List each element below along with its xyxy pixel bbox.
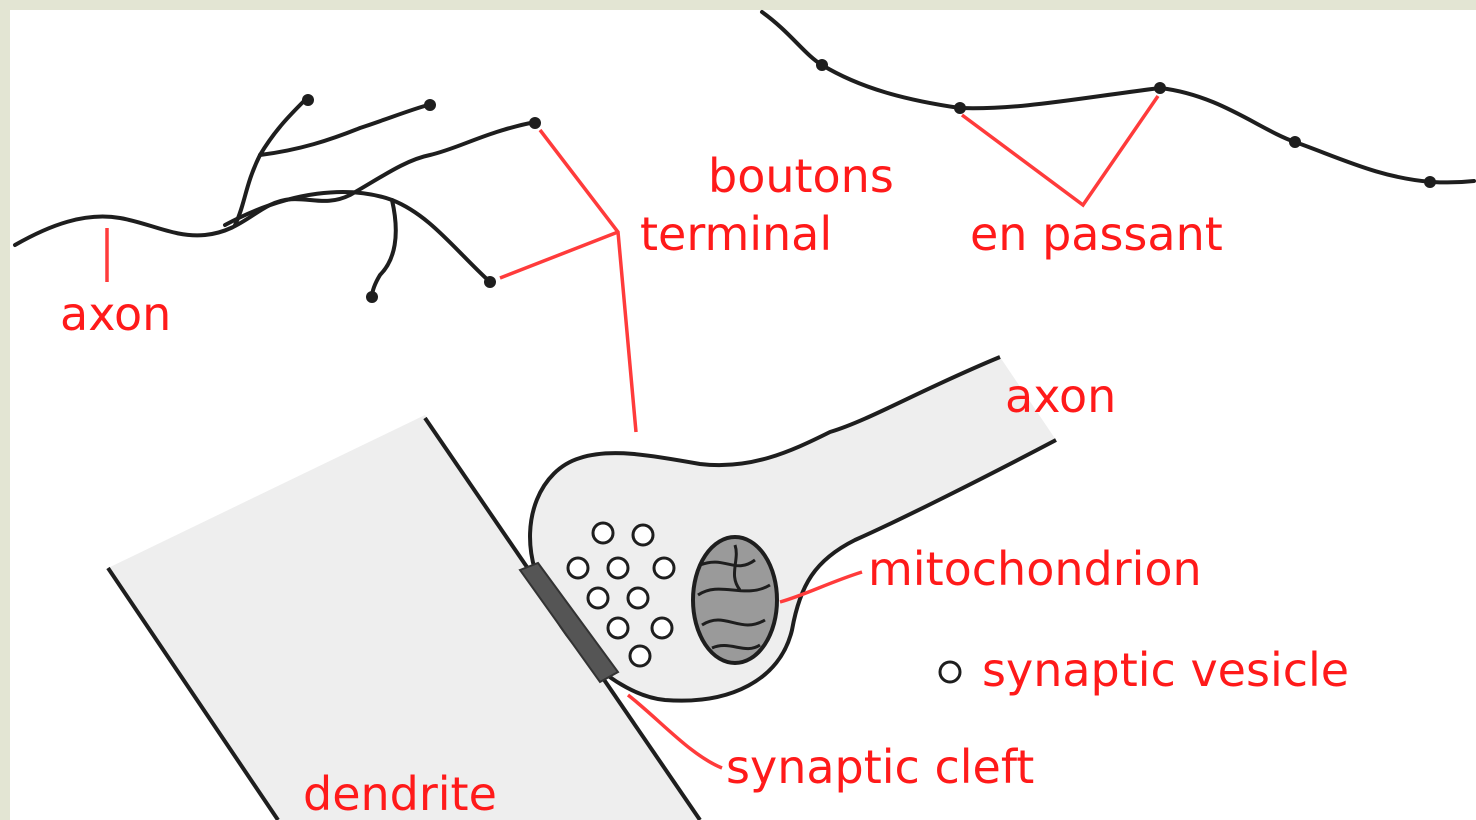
- axon-branch-3: [225, 192, 490, 282]
- label-axon-bottom: axon: [1005, 369, 1116, 423]
- label-synaptic-cleft: synaptic cleft: [726, 740, 1034, 794]
- mitochondrion: [693, 537, 777, 663]
- axon-branching-tree: [15, 100, 535, 297]
- en-passant-bouton: [1154, 82, 1166, 94]
- vesicle: [608, 618, 628, 638]
- en-passant-bouton: [816, 59, 828, 71]
- label-terminal: terminal: [640, 207, 832, 261]
- label-mitochondrion: mitochondrion: [868, 542, 1202, 596]
- terminal-bouton: [366, 291, 378, 303]
- terminal-bouton: [302, 94, 314, 106]
- axon-main-trunk: [15, 122, 535, 245]
- vesicle: [593, 523, 613, 543]
- terminal-bouton: [424, 99, 436, 111]
- vesicle: [630, 646, 650, 666]
- vesicle: [588, 588, 608, 608]
- vesicle: [568, 558, 588, 578]
- label-dendrite: dendrite: [303, 767, 497, 820]
- en-passant-bouton: [954, 102, 966, 114]
- en-passant-bouton-dots: [816, 59, 1436, 188]
- vesicle: [608, 558, 628, 578]
- label-en-passant: en passant: [970, 207, 1223, 261]
- en-passant-bouton: [1289, 136, 1301, 148]
- vesicle: [652, 618, 672, 638]
- synaptic-vesicle-legend-symbol: [940, 662, 960, 682]
- label-boutons: boutons: [708, 149, 894, 203]
- leader-terminal-main: [540, 130, 636, 432]
- vesicle: [628, 588, 648, 608]
- vesicle: [633, 525, 653, 545]
- terminal-bouton: [529, 117, 541, 129]
- vesicle: [654, 558, 674, 578]
- label-axon-top: axon: [60, 287, 171, 341]
- terminal-bouton: [484, 276, 496, 288]
- leader-terminal-branch: [500, 232, 618, 278]
- axon-branch-4: [372, 200, 396, 297]
- en-passant-bouton: [1424, 176, 1436, 188]
- leader-en-passant: [962, 96, 1158, 205]
- axon-branch-2: [260, 105, 428, 155]
- label-synaptic-vesicle: synaptic vesicle: [982, 643, 1349, 697]
